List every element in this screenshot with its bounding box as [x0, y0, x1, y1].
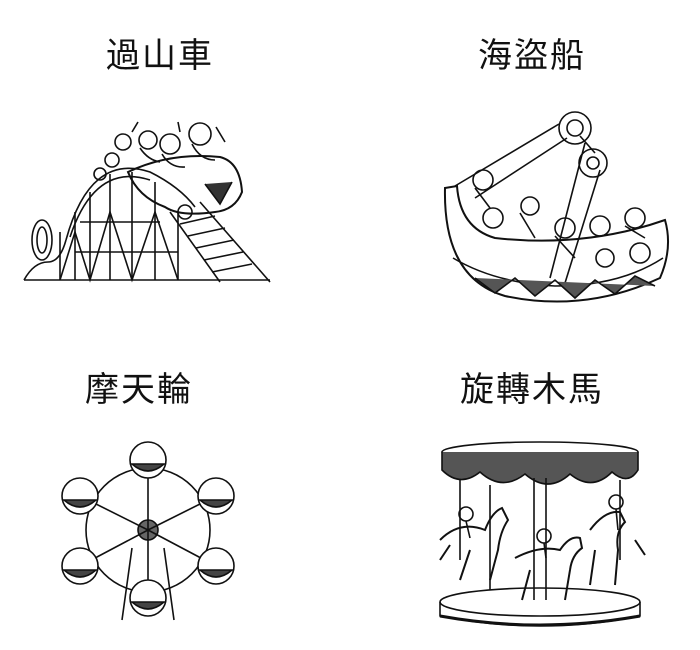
ferris-wheel-icon — [52, 438, 242, 623]
label-ferris-wheel: 摩天輪 — [85, 370, 193, 410]
roller-coaster-icon — [20, 112, 280, 287]
carousel-icon — [430, 440, 650, 630]
label-pirate-ship: 海盜船 — [478, 36, 586, 76]
label-carousel: 旋轉木馬 — [460, 370, 604, 410]
pirate-ship-icon — [435, 108, 675, 313]
label-roller-coaster: 過山車 — [106, 36, 214, 76]
